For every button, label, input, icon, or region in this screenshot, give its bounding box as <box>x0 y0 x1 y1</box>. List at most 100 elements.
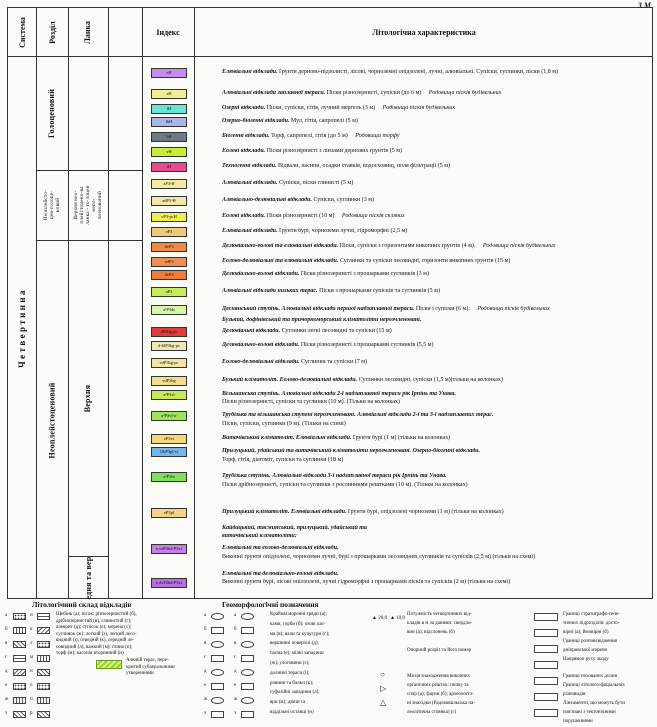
lithology-description: Еолові відклади. Піски різнозернисті (10… <box>222 213 405 219</box>
lithology-description: Алювіальні відклади заплавної тераси. Пі… <box>222 90 502 96</box>
geomorph-symbol <box>241 697 254 704</box>
legend-letter: е <box>234 683 237 688</box>
col-divider <box>68 8 69 598</box>
legend-letter: з <box>5 711 7 716</box>
index-swatch: vdP3bg <box>151 376 187 386</box>
lithology-swatch <box>37 697 50 704</box>
lithology-description: Делювіально-еолові та елювіальні відклад… <box>222 243 556 249</box>
legend-thickness-text: кладів в м за даними: свердло- <box>407 620 473 626</box>
legend-letter: д <box>5 669 8 674</box>
legend-letter: м <box>30 655 34 660</box>
fossil-site-icon: △ <box>380 698 387 707</box>
boundary-symbol <box>534 661 558 669</box>
stratigraphic-table: Система Розділ Ланка Індекс Літологічна … <box>7 7 653 600</box>
lithology-swatch <box>13 641 26 648</box>
legend-letter: а <box>204 613 207 618</box>
legend-geomorph-text: вершинні поверхні (д); <box>270 641 319 647</box>
legend-geomorph-text: віддільні останці (н) <box>270 710 314 715</box>
lithology-swatch <box>13 683 26 690</box>
index-swatch: a³P3tb <box>151 472 187 482</box>
lithology-description: Бузький кліматоліт. Еолово-делювіальні в… <box>222 377 503 383</box>
legend-letter: д <box>234 669 237 674</box>
legend-thickness-text: органічних решток: пилку та <box>407 683 469 689</box>
lithology-description: Піски різнозернисті, супіски та суглинки… <box>222 399 400 405</box>
geomorph-symbol <box>211 655 224 662</box>
index-swatch: eP3 <box>151 227 187 237</box>
legend-boundary-text: Напрямок руху льоду <box>563 656 609 662</box>
header-lithology: Літологічна характеристика <box>372 27 476 37</box>
lithology-description: Елювіальні відклади. Ґрунти дерново-підз… <box>222 69 559 75</box>
legend-letter: ж <box>204 697 208 702</box>
geomorph-symbol <box>211 613 224 620</box>
lithology-description: Озерно-біогенні відклади. Мул, гітія, са… <box>222 118 358 124</box>
index-label: adP3-H <box>162 198 176 203</box>
lithology-swatch <box>13 613 26 620</box>
col-divider <box>142 8 143 598</box>
lithology-swatch <box>37 683 50 690</box>
link-divider <box>68 556 108 557</box>
lithology-description: Піски, супіски, суглинки (9 м). (Тільки … <box>222 421 346 427</box>
index-label: a¹P3ds <box>163 307 175 312</box>
index-label: lH <box>166 106 172 111</box>
terrace-swatch <box>96 660 122 669</box>
legend-lithology-text: видний (і), середній (к), середній ле- <box>56 638 135 643</box>
lithology-description: Алювіально-делювіальні відклади. Супіски… <box>222 197 375 203</box>
lithology-description: витачівський кліматоліти: <box>222 533 297 539</box>
legend-letter: а <box>234 613 237 618</box>
legend-lithology-text: дрібнозернистий (в), глинистий (г); <box>56 618 132 624</box>
index-label: dvP3 <box>164 244 174 249</box>
index-label: e,dvP2kd-P3vt <box>156 580 182 585</box>
lithology-description: Деснянський ступінь. Алювіальні відклади… <box>222 306 550 312</box>
lithology-description: Алювіальні відклади низьких терас. Піски… <box>222 288 440 294</box>
index-label: vdP3bg-pc <box>159 360 179 365</box>
header-index: Індекс <box>156 27 180 37</box>
boundary-symbol <box>534 693 558 701</box>
legend-letter: п <box>30 697 33 702</box>
index-label: eH <box>166 70 172 75</box>
index-label: a³P3tb <box>163 474 175 479</box>
legend-thickness-text: Місця знаходження викопних <box>407 674 471 680</box>
lithology-swatch <box>37 613 50 620</box>
legend-geomorph-text: яри (м); дюни та <box>270 700 306 706</box>
index-swatch: vP3-pcH <box>151 212 187 222</box>
index-label: vH <box>166 149 172 154</box>
index-swatch: dP3bg-pc <box>151 327 187 337</box>
legend-letter: г <box>204 655 207 660</box>
lithology-swatch <box>13 627 26 634</box>
index-swatch: a²P3vl-tr <box>151 411 187 421</box>
lithology-description: Делювіально-еолові відклади. Піски різно… <box>222 342 434 348</box>
lithology-swatch <box>13 711 26 718</box>
geomorph-symbol <box>241 669 254 676</box>
index-swatch: adP3-H <box>151 196 187 206</box>
lithology-swatch <box>37 655 50 662</box>
lithology-description: Еолово-делювіальні відклади. Суглинки та… <box>222 359 367 365</box>
legend-boundary-text: пов'язані з тектонічними <box>563 709 616 715</box>
legend-boundary-text: Лінеаменти, що можуть бути <box>563 701 625 706</box>
legend-letter: р <box>30 711 33 716</box>
lithology-description: Прилуцький кліматоліт. Елювіальні відкла… <box>222 509 504 515</box>
geomorph-symbol <box>211 697 224 704</box>
index-label: a²P3vl <box>163 392 175 397</box>
legend-geomorph-text: долинні тераси (і); <box>270 670 310 676</box>
index-label: e,vdP2kd-P3vt <box>156 546 182 551</box>
legend-thickness-text: леолітична стоянка) (г) <box>407 709 457 715</box>
legend-letter: д <box>204 669 207 674</box>
lithology-description: Делювіальні відклади. Суглинки легкі лес… <box>222 328 392 334</box>
legend-boundary-text: порушеннями <box>563 718 593 724</box>
header-division: Розділ <box>47 20 57 44</box>
lithology-description: Техногенні відклади. Відвали, насипи, ос… <box>222 163 450 169</box>
index-label: eP3vt <box>163 436 174 441</box>
legend-geomorph-text: суфозійні западини (л); <box>270 690 320 696</box>
index-label: l,lbP3pl-vt <box>159 449 179 454</box>
boundary-symbol <box>534 709 558 717</box>
col-divider <box>194 8 195 598</box>
geomorph-symbol <box>241 711 254 718</box>
legend-boundary-text: тичних підрозділів: досто- <box>563 620 620 626</box>
index-label: d-ldP3bg-pc <box>158 343 180 348</box>
lithology-description: Біогенні відклади. Торф, сапропелі, гіті… <box>222 133 400 139</box>
legend-letter: е <box>204 683 207 688</box>
legend-boundary-text: Границі літолого-фаціальних <box>563 683 625 689</box>
legend-depth-value: ▲ 10,0 <box>390 616 405 621</box>
geomorph-symbol <box>241 683 254 690</box>
legend-letter: б <box>204 627 207 632</box>
